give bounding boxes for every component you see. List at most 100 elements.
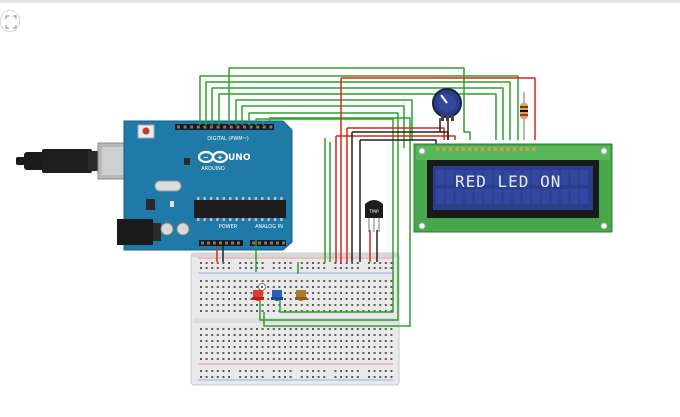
breadboard-hole: [384, 358, 387, 360]
breadboard-hole: [328, 358, 331, 360]
chip-pin: [197, 218, 200, 221]
breadboard-hole: [312, 292, 314, 294]
resistor-icon[interactable]: [520, 92, 528, 140]
blue-led[interactable]: [271, 290, 283, 301]
breadboard-hole: [345, 292, 348, 294]
fit-view-button[interactable]: [0, 10, 20, 32]
breadboard-hole: [368, 376, 370, 378]
breadboard-hole: [368, 328, 370, 330]
breadboard-hole: [340, 358, 342, 360]
breadboard-hole: [373, 292, 376, 294]
breadboard-hole: [233, 358, 236, 360]
lcd-cell: [503, 189, 512, 204]
breadboard-hole: [239, 376, 242, 378]
breadboard-hole: [200, 352, 202, 354]
red-led[interactable]: [252, 283, 266, 302]
breadboard-hole: [289, 376, 292, 378]
breadboard-hole: [256, 340, 258, 342]
breadboard-hole: [278, 334, 281, 336]
breadboard-hole: [351, 334, 354, 336]
breadboard-hole: [267, 286, 270, 288]
breadboard-hole: [300, 304, 303, 306]
header-pin: [229, 125, 233, 129]
arduino-uno-board[interactable]: DIGITAL (PWM~) − + UNO ARDUINO POWER ANA…: [16, 120, 293, 251]
breadboard-hole: [390, 292, 393, 294]
breadboard-hole: [356, 334, 359, 336]
breadboard-hole: [261, 334, 264, 336]
breadboard-hole: [295, 304, 298, 306]
breadboard-hole: [295, 352, 298, 354]
breadboard-hole: [222, 267, 225, 269]
breadboard-hole: [362, 340, 365, 342]
breadboard-hole: [200, 370, 202, 372]
breadboard-hole: [390, 358, 393, 360]
breadboard-hole: [216, 346, 219, 348]
chip-pin: [267, 218, 270, 221]
header-pin: [276, 241, 279, 245]
breadboard-hole: [345, 298, 348, 300]
lcd-cell: [484, 170, 492, 185]
breadboard-hole: [216, 334, 219, 336]
breadboard-hole: [306, 267, 309, 269]
breadboard-hole: [323, 286, 326, 288]
breadboard-hole: [289, 340, 292, 342]
breadboard-hole: [244, 358, 247, 360]
breadboard-hole: [334, 346, 337, 348]
lcd-pin-header: [436, 147, 536, 151]
breadboard-hole: [272, 328, 275, 330]
header-pin: [190, 125, 194, 129]
breadboard-hole: [300, 334, 303, 336]
lcd-cell: [436, 189, 444, 204]
chip-pin: [209, 218, 213, 221]
breadboard-hole: [228, 334, 230, 336]
power-analog-pins: [201, 241, 285, 245]
breadboard-hole: [373, 267, 376, 269]
breadboard-hole: [272, 286, 275, 288]
breadboard-hole: [295, 310, 298, 312]
lcd-cell: [503, 170, 512, 185]
yellow-led[interactable]: [295, 290, 307, 301]
lcd-cell: [580, 189, 588, 204]
breadboard-hole: [306, 328, 309, 330]
breadboard-hole: [356, 346, 359, 348]
breadboard-hole: [278, 267, 281, 269]
breadboard-hole: [244, 310, 247, 312]
breadboard[interactable]: [190, 252, 400, 386]
breadboard-hole: [373, 262, 376, 264]
breadboard-hole: [317, 298, 320, 300]
breadboard-hole: [239, 352, 242, 354]
breadboard-hole: [233, 280, 236, 282]
lcd-pin: [487, 147, 491, 151]
breadboard-hole: [200, 334, 202, 336]
breadboard-hole: [233, 352, 236, 354]
chip-pin: [241, 197, 245, 200]
breadboard-hole: [295, 280, 298, 282]
breadboard-hole: [233, 286, 236, 288]
breadboard-hole: [239, 292, 242, 294]
breadboard-hole: [306, 298, 309, 300]
breadboard-hole: [233, 334, 236, 336]
breadboard-hole: [384, 286, 387, 288]
breadboard-hole: [284, 280, 286, 282]
lcd-cell: [493, 189, 502, 204]
chip-pin: [280, 197, 283, 200]
breadboard-hole: [356, 370, 359, 372]
breadboard-hole: [250, 267, 253, 269]
temperature-sensor-icon[interactable]: TMP: [365, 200, 383, 232]
breadboard-hole: [312, 358, 314, 360]
breadboard-hole: [379, 358, 382, 360]
breadboard-hole: [317, 346, 320, 348]
breadboard-hole: [373, 304, 376, 306]
potentiometer-icon[interactable]: [432, 88, 462, 121]
breadboard-hole: [244, 286, 247, 288]
breadboard-hole: [368, 262, 370, 264]
lcd-display[interactable]: RED LED ON: [413, 143, 613, 233]
breadboard-hole: [250, 352, 253, 354]
breadboard-hole: [205, 267, 208, 269]
breadboard-hole: [211, 292, 214, 294]
lcd-cell: [445, 170, 454, 185]
breadboard-hole: [373, 328, 376, 330]
breadboard-hole: [228, 328, 230, 330]
chip-pin: [280, 218, 283, 221]
